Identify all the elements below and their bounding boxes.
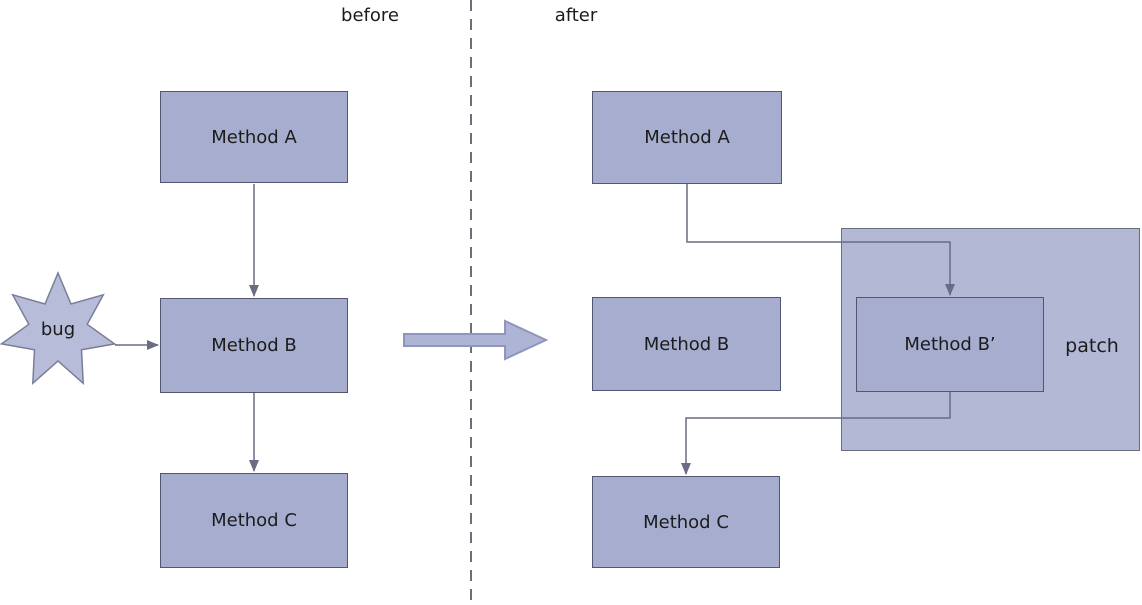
- patch-label: patch: [1065, 335, 1119, 357]
- before-method-a-label: Method A: [211, 126, 297, 148]
- before-section-label: before: [341, 5, 399, 26]
- after-method-a-box: Method A: [592, 91, 782, 184]
- after-method-b-prime-label: Method B’: [904, 334, 996, 355]
- bug-label: bug: [40, 319, 76, 340]
- after-method-c-label: Method C: [643, 511, 729, 533]
- transform-arrow-icon: [403, 319, 549, 361]
- before-method-b-label: Method B: [211, 335, 297, 356]
- after-method-c-box: Method C: [592, 476, 780, 568]
- before-method-c-label: Method C: [211, 510, 297, 531]
- after-section-label: after: [554, 5, 598, 26]
- before-method-a-box: Method A: [160, 91, 348, 183]
- before-method-b-box: Method B: [160, 298, 348, 393]
- after-method-b-label: Method B: [643, 333, 730, 355]
- before-method-c-box: Method C: [160, 473, 348, 568]
- after-method-b-box: Method B: [592, 297, 781, 391]
- after-method-a-label: Method A: [644, 127, 730, 148]
- after-method-b-prime-box: Method B’: [856, 297, 1044, 392]
